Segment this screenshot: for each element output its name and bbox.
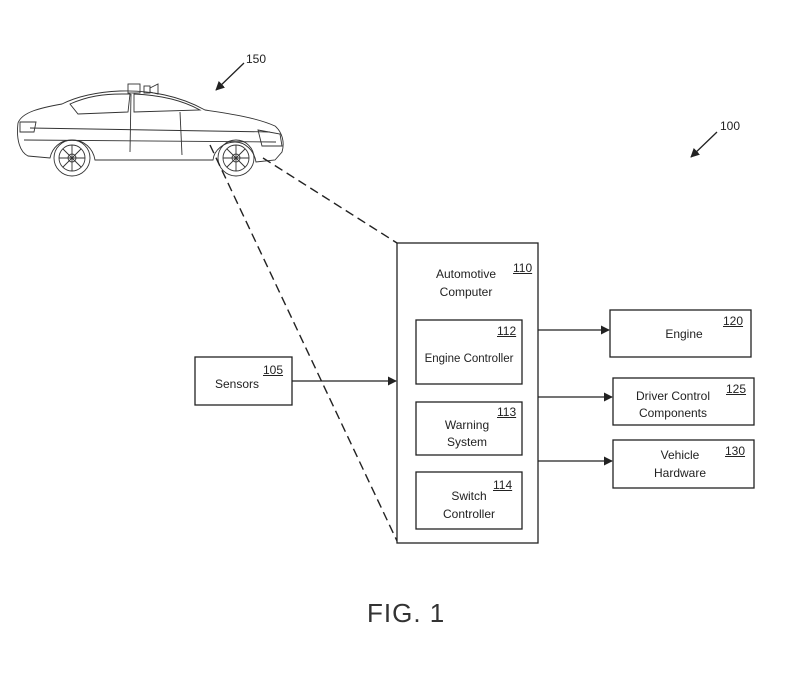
warning-system-label-line1: Warning (444, 418, 490, 432)
engine-controller-label: Engine Controller (424, 353, 514, 365)
automotive-computer-ref-number: 110 (513, 261, 533, 275)
warning-system-label-line2: System (446, 435, 487, 449)
engine-controller-box (415, 319, 523, 385)
warning-system-ref-number: 113 (497, 405, 517, 419)
sedan-car-icon (17, 83, 284, 177)
driver-control-label-line2: Components (638, 406, 708, 420)
sensors-label: Sensors (214, 377, 260, 391)
switch-controller-ref-number: 114 (493, 478, 513, 492)
vehicle-hardware-label-line1: Vehicle (660, 448, 700, 462)
ref-150-leader-arrow (215, 62, 245, 91)
engine-box (609, 309, 752, 358)
driver-control-ref-number: 125 (726, 382, 747, 396)
engine-controller-ref-number: 112 (497, 324, 517, 338)
sensors-ref-number: 105 (263, 363, 284, 377)
switch-controller-box (415, 471, 523, 530)
vehicle-hardware-box (612, 439, 755, 489)
engine-ref-number: 120 (723, 314, 744, 328)
vehicle-hardware-label-line2: Hardware (653, 466, 707, 480)
sensors-box (194, 356, 293, 406)
callout-dashed-line-bottom (209, 144, 398, 542)
system-ref-number: 100 (720, 119, 741, 133)
figure-caption: FIG. 1 (367, 598, 446, 628)
engine-label: Engine (665, 327, 703, 341)
switch-controller-label-line2: Controller (442, 507, 496, 521)
automotive-computer-label-line2: Computer (439, 285, 493, 299)
driver-control-label-line1: Driver Control (635, 389, 710, 403)
warning-system-box (415, 401, 523, 456)
ref-100-leader-arrow (690, 131, 718, 158)
callout-dashed-line-top (262, 157, 398, 244)
driver-control-components-box (612, 377, 755, 426)
vehicle-ref-number: 150 (246, 52, 267, 66)
switch-controller-label-line1: Switch (451, 489, 487, 503)
vehicle-hardware-ref-number: 130 (725, 444, 746, 458)
automotive-computer-label-line1: Automotive (435, 267, 497, 281)
